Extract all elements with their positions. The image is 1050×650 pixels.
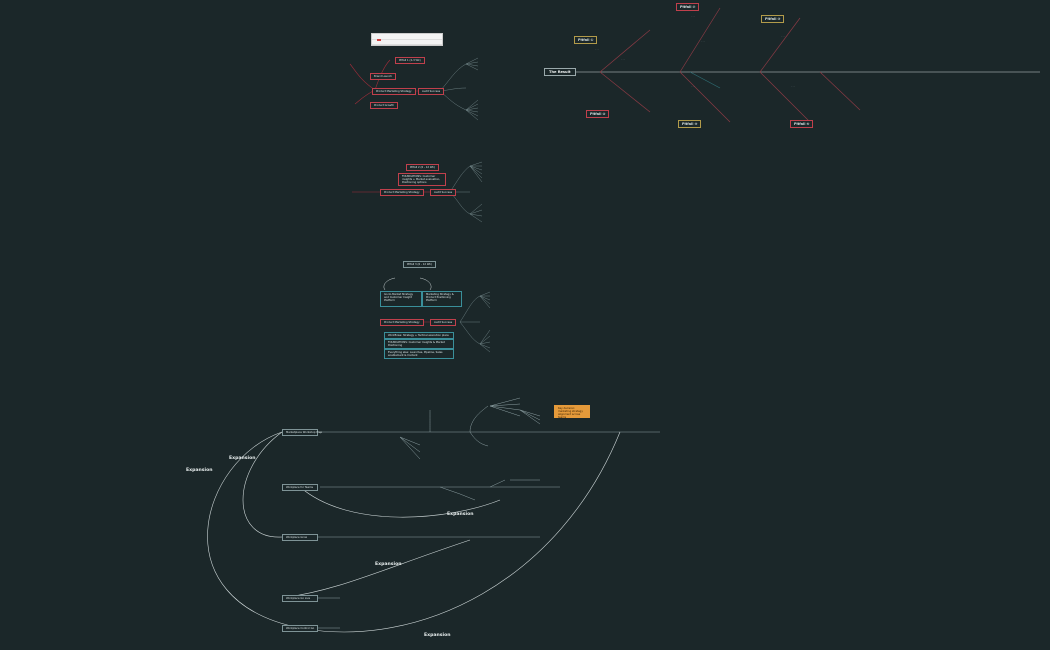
- map1-top-tag[interactable]: Pitfall 1 (2-3 Wk): [395, 57, 425, 65]
- table-marker: [377, 39, 381, 41]
- map1-left-mid[interactable]: Brand Launch: [370, 73, 396, 81]
- fishbone-detail: · · ·: [781, 35, 786, 38]
- map3-box-left[interactable]: Go-to-Market Strategy and Customer Insig…: [380, 291, 422, 307]
- fishbone-bone-node[interactable]: Pitfall ⑥: [790, 120, 814, 128]
- expansion-label: Expansion: [375, 562, 402, 567]
- fishbone-bone-node[interactable]: Pitfall ⑤: [678, 120, 702, 128]
- fishbone-head[interactable]: The Result: [544, 68, 576, 76]
- expansion-label: Expansion: [186, 468, 213, 473]
- expansion-label: Expansion: [424, 633, 451, 638]
- flow-row-5[interactable]: Workplace Control Go: [282, 625, 318, 633]
- fishbone-diagram: [566, 7, 1040, 123]
- flow-connectors: [318, 397, 660, 629]
- fishbone-detail: · · ·: [791, 85, 796, 88]
- fishbone-detail: · · ·: [701, 40, 706, 43]
- map1-left-low[interactable]: Product Growth: [370, 102, 399, 110]
- map3-right[interactable]: Audit Success: [430, 319, 457, 327]
- summary-table: [371, 33, 443, 46]
- flow-row-2[interactable]: Workplace for Teams: [282, 484, 318, 492]
- fishbone-bone-node[interactable]: Pitfall ④: [586, 110, 610, 118]
- map3-center[interactable]: Product Marketing Strategy: [380, 319, 424, 327]
- map2-note: FOUNDATIONS: Customer insights + Market …: [398, 173, 446, 187]
- fishbone-detail: · · ·: [621, 58, 626, 61]
- map3-box-mid3[interactable]: Everything else: Launches, Pipeline, Sal…: [384, 349, 454, 359]
- map2-top-tag[interactable]: Pitfall 2 (6 - 12 Wk): [406, 164, 439, 172]
- fishbone-detail: · · ·: [691, 15, 696, 18]
- map3-top-tag[interactable]: Pitfall 3 (6 - 12 Wk): [403, 261, 436, 269]
- expansion-label: Expansion: [229, 456, 256, 461]
- map3-box-mid1[interactable]: Workflows: Strategy + Tactical execution…: [384, 332, 454, 340]
- fishbone-bone-node[interactable]: Pitfall ②: [676, 3, 700, 11]
- map2-right[interactable]: Audit Success: [430, 189, 457, 197]
- expansion-curves: [207, 431, 621, 633]
- flow-row-1[interactable]: Marketplace Workshop Prep: [282, 429, 322, 437]
- flow-highlight[interactable]: Key decision: marketing strategy alignme…: [554, 405, 590, 419]
- fishbone-detail: · · ·: [595, 48, 600, 51]
- map3-right-connectors: [459, 291, 491, 353]
- fishbone-bone-node[interactable]: Pitfall ①: [574, 36, 598, 44]
- fishbone-bone-node[interactable]: Pitfall ③: [761, 15, 785, 23]
- map1-right-connectors: [439, 57, 479, 121]
- map3-box-right[interactable]: Marketing Strategy & Product Positioning…: [422, 291, 462, 307]
- map2-center[interactable]: Product Marketing Strategy: [380, 189, 424, 197]
- map1-connectors: [349, 59, 420, 105]
- flow-row-4[interactable]: Workplace Go Live: [282, 595, 318, 603]
- flow-row-3[interactable]: Workplace Grow: [282, 534, 318, 542]
- expansion-label: Expansion: [447, 512, 474, 517]
- map3-box-mid2[interactable]: FOUNDATIONS: Customer Insights & Market …: [384, 339, 454, 350]
- map1-right[interactable]: Audit Success: [418, 88, 445, 96]
- map1-center[interactable]: Product Marketing Strategy: [372, 88, 416, 96]
- fishbone-detail: · · ·: [691, 85, 696, 88]
